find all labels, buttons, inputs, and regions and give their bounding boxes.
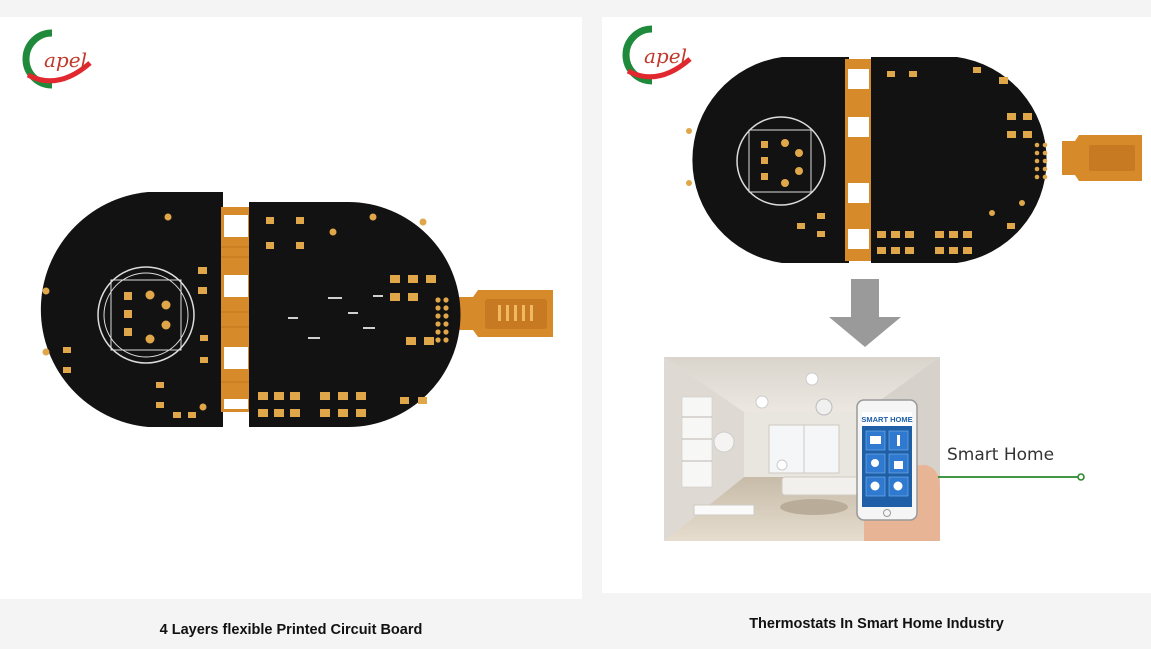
left-caption: 4 Layers flexible Printed Circuit Board	[159, 622, 423, 638]
capel-logo: apel	[22, 29, 92, 89]
capel-logo: apel	[622, 25, 692, 85]
flex-pcb-thumbnail	[686, 57, 1142, 263]
down-arrow-icon	[829, 279, 901, 347]
callout-line	[938, 473, 1085, 481]
smart-home-photo: SMART HOME	[664, 357, 940, 541]
smart-home-callout-label: Smart Home	[947, 445, 1055, 465]
right-application-panel: apel	[602, 17, 1151, 593]
left-product-panel: apel	[0, 17, 582, 599]
svg-text:SMART HOME: SMART HOME	[861, 415, 912, 424]
svg-text:apel: apel	[644, 44, 687, 68]
flex-pcb-board	[40, 192, 553, 427]
right-caption: Thermostats In Smart Home Industry	[749, 616, 1004, 632]
svg-text:apel: apel	[44, 48, 87, 72]
